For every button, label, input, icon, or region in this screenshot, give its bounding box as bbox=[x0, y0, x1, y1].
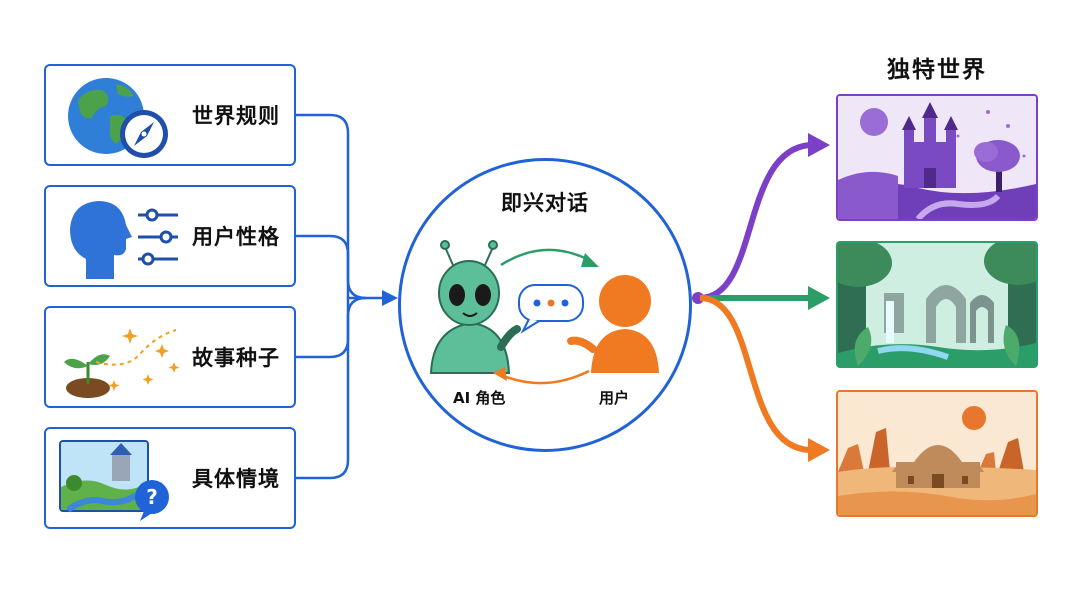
input-label-user-personality: 用户性格 bbox=[192, 225, 280, 249]
improv-dialogue-circle: 即兴对话 bbox=[398, 158, 692, 452]
arrow-green bbox=[808, 286, 830, 310]
world-fantasy-castle bbox=[836, 94, 1038, 221]
input-label-specific-situation: 具体情境 bbox=[192, 467, 280, 491]
branch-orange bbox=[699, 295, 811, 453]
world-jungle-ruins bbox=[836, 241, 1038, 368]
arrow-user-to-ai bbox=[500, 369, 590, 385]
center-title: 即兴对话 bbox=[501, 191, 589, 215]
output-title: 独特世界 bbox=[887, 57, 987, 83]
input-card-story-seed: 故事种子 bbox=[44, 306, 296, 408]
dialogue-illustration bbox=[429, 240, 659, 385]
desert-city-image bbox=[838, 392, 1036, 515]
landscape-question-icon: ? bbox=[59, 440, 169, 521]
world-desert-city bbox=[836, 390, 1038, 517]
input-card-specific-situation: ? 具体情境 bbox=[44, 427, 296, 529]
globe-compass-icon bbox=[68, 78, 168, 158]
sprout-sparkles-icon bbox=[64, 328, 180, 398]
ai-character-label: AI 角色 bbox=[453, 389, 506, 407]
arrow-ai-to-user bbox=[500, 248, 592, 267]
head-sliders-icon bbox=[70, 201, 178, 279]
alien-ai-icon bbox=[429, 240, 521, 374]
user-label: 用户 bbox=[599, 389, 630, 407]
user-icon bbox=[567, 275, 659, 373]
arrow-purple bbox=[808, 133, 830, 157]
input-card-user-personality: 用户性格 bbox=[44, 185, 296, 287]
svg-text:?: ? bbox=[146, 485, 158, 509]
branch-purple bbox=[699, 142, 811, 301]
connector-personality bbox=[296, 234, 350, 298]
jungle-ruins-image bbox=[838, 243, 1036, 366]
input-label-world-rules: 世界规则 bbox=[192, 104, 280, 128]
input-card-world-rules: 世界规则 bbox=[44, 64, 296, 166]
arrow-to-center bbox=[382, 290, 398, 306]
connector-situation bbox=[296, 296, 367, 480]
input-label-story-seed: 故事种子 bbox=[192, 346, 280, 370]
connector-rules bbox=[296, 113, 367, 300]
connector-seed bbox=[296, 298, 350, 359]
fantasy-castle-image bbox=[838, 96, 1036, 219]
chat-bubble-icon bbox=[518, 284, 584, 334]
arrow-orange bbox=[808, 438, 830, 462]
